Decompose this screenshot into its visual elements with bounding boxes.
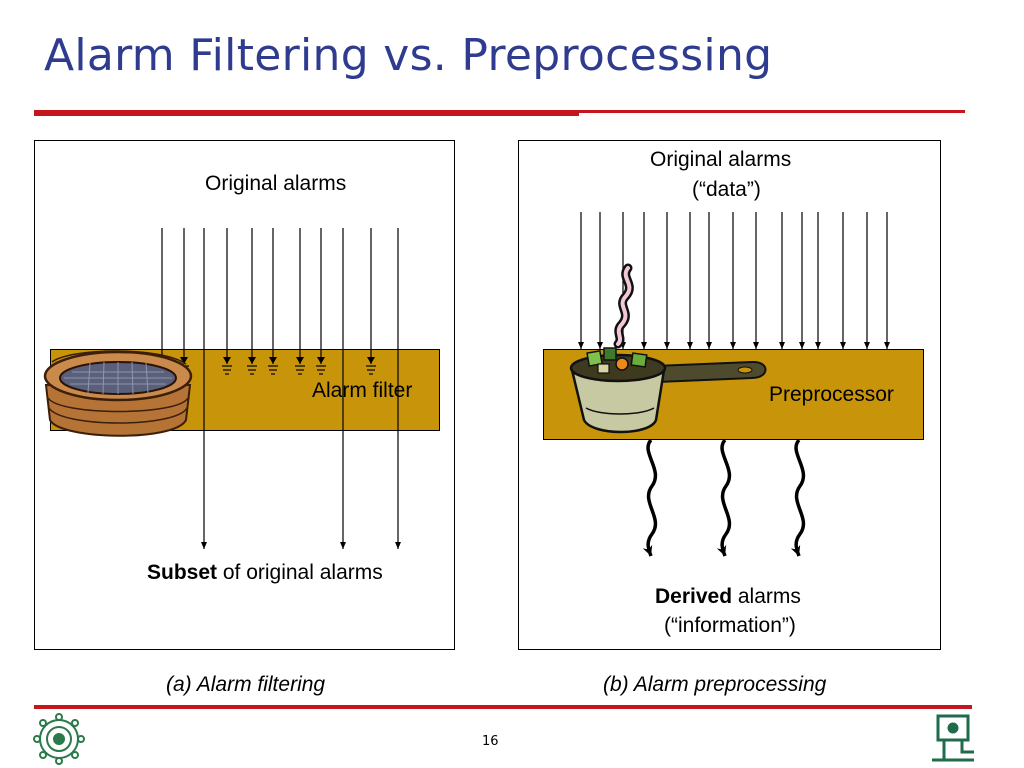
blocked-alarm-arrows	[161, 228, 372, 364]
page-number: 16	[482, 734, 499, 749]
alarm-filter-label: Alarm filter	[312, 379, 413, 402]
subset-label: Subset of original alarms	[147, 561, 383, 585]
title-underline-thin	[579, 110, 965, 113]
steam-icon	[613, 263, 634, 349]
derived-label-bold: Derived	[655, 585, 733, 608]
data-label: (“data”)	[692, 178, 761, 201]
derived-alarm-arrows	[642, 438, 806, 557]
preprocessor-label: Preprocessor	[769, 383, 894, 406]
caption-alarm-preprocessing: (b) Alarm preprocessing	[603, 673, 827, 696]
sieve-icon	[43, 350, 193, 437]
cooking-pot-icon	[569, 347, 767, 434]
slide-title: Alarm Filtering vs. Preprocessing	[44, 30, 773, 81]
left-original-alarms-label: Original alarms	[205, 172, 347, 195]
title-underline-thick	[34, 110, 579, 116]
right-original-alarms-label: Original alarms	[650, 148, 792, 171]
university-emblem-icon	[33, 713, 85, 765]
subset-label-rest: of original alarms	[217, 561, 383, 584]
footer-rule	[34, 705, 972, 709]
computer-department-icon	[932, 714, 974, 762]
derived-label-rest: alarms	[732, 585, 801, 608]
caption-alarm-filtering: (a) Alarm filtering	[166, 673, 326, 696]
passing-alarm-arrows	[201, 228, 401, 549]
derived-alarms-label: Derived alarms	[655, 585, 801, 609]
subset-label-bold: Subset	[147, 561, 218, 584]
information-label: (“information”)	[664, 614, 796, 637]
